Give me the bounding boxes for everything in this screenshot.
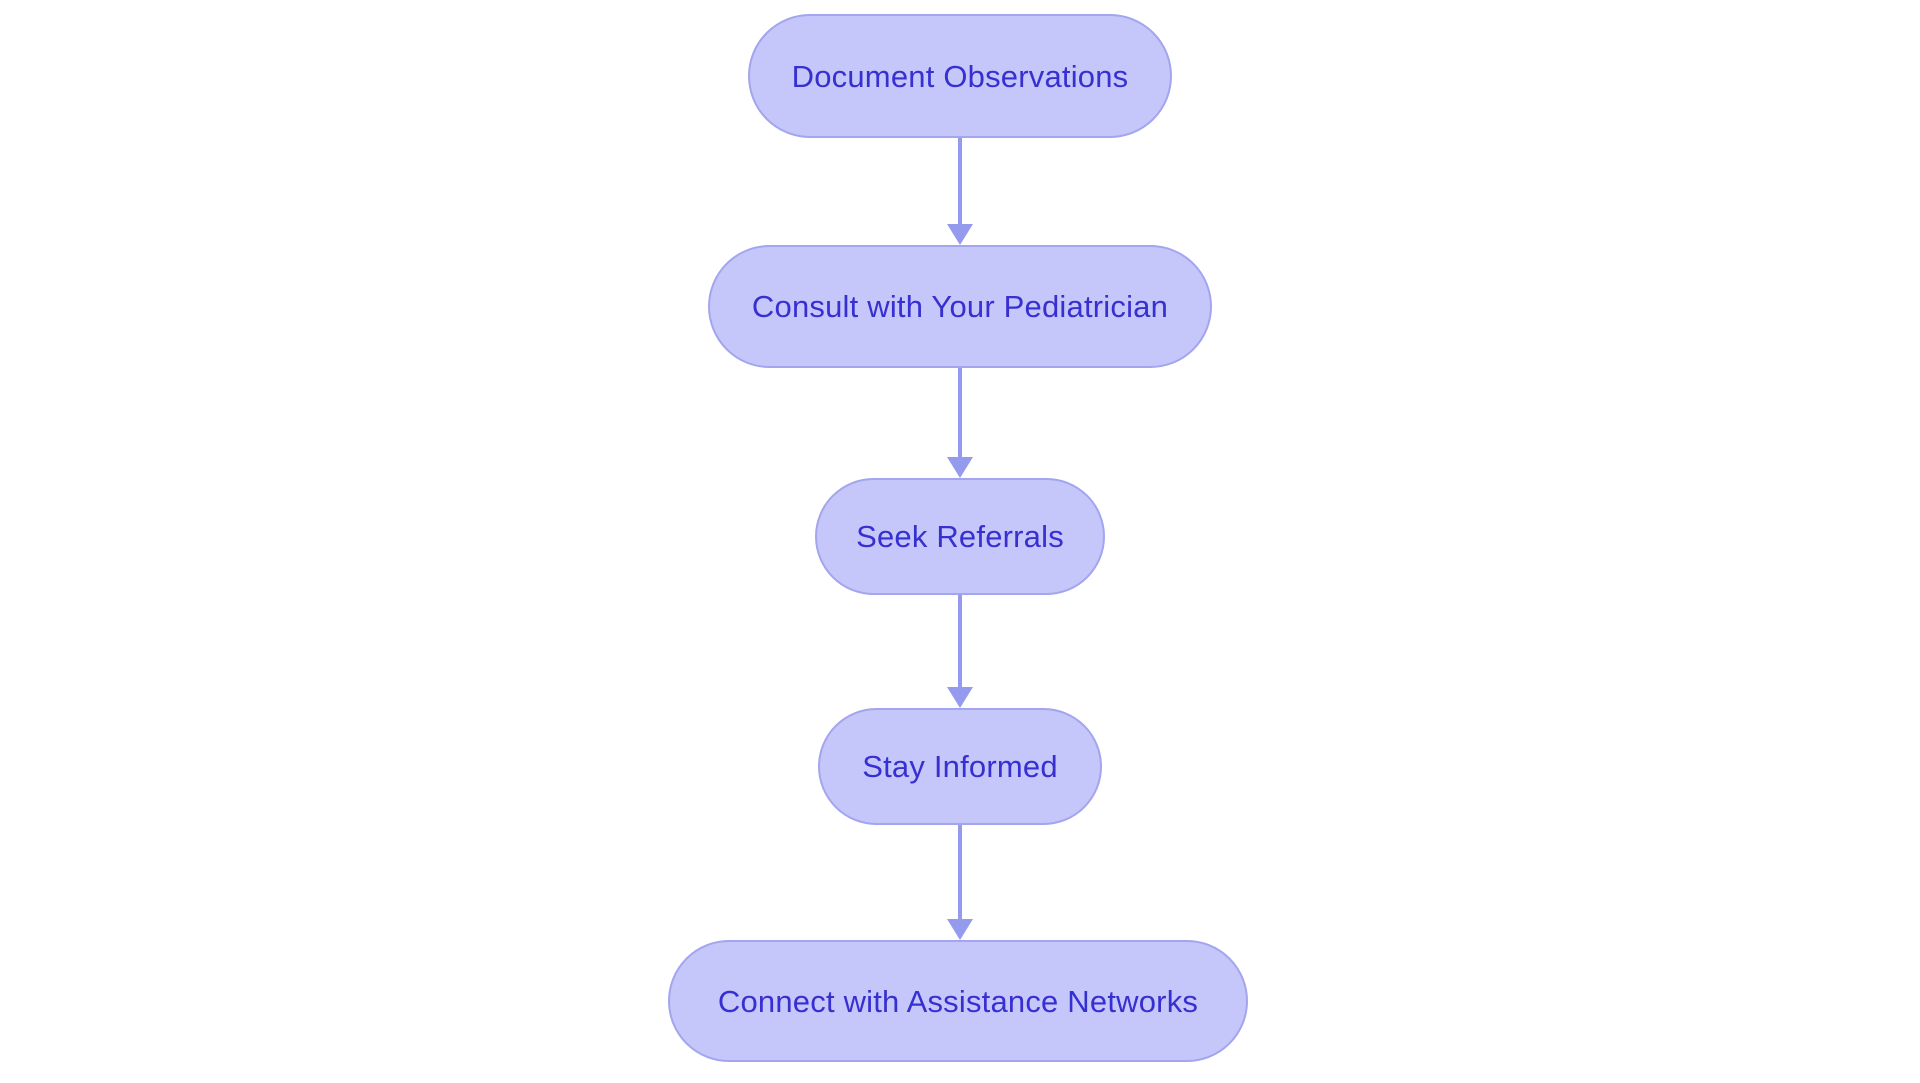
arrowhead-down-icon — [947, 457, 973, 478]
connector-arrow — [947, 595, 973, 708]
flow-node-label: Stay Informed — [862, 749, 1058, 784]
flow-node-connect-with-assistance-networks[interactable]: Connect with Assistance Networks — [668, 940, 1248, 1062]
flow-node-label: Consult with Your Pediatrician — [751, 289, 1169, 324]
flow-node-label: Document Observations — [791, 58, 1129, 94]
connector-line — [958, 138, 962, 225]
arrowhead-down-icon — [947, 919, 973, 940]
connector-arrow — [947, 368, 973, 478]
flow-node-document-observations[interactable]: Document Observations — [748, 14, 1172, 138]
flow-node-consult-with-your-pediatrician[interactable]: Consult with Your Pediatrician — [708, 245, 1212, 368]
connector-line — [958, 825, 962, 920]
flow-node-seek-referrals[interactable]: Seek Referrals — [815, 478, 1105, 595]
arrowhead-down-icon — [947, 224, 973, 245]
connector-line — [958, 595, 962, 688]
connector-line — [958, 368, 962, 458]
flow-node-label: Seek Referrals — [856, 519, 1064, 554]
arrowhead-down-icon — [947, 687, 973, 708]
connector-arrow — [947, 138, 973, 245]
flow-node-label: Connect with Assistance Networks — [717, 983, 1199, 1019]
connector-arrow — [947, 825, 973, 940]
flow-node-stay-informed[interactable]: Stay Informed — [818, 708, 1102, 825]
